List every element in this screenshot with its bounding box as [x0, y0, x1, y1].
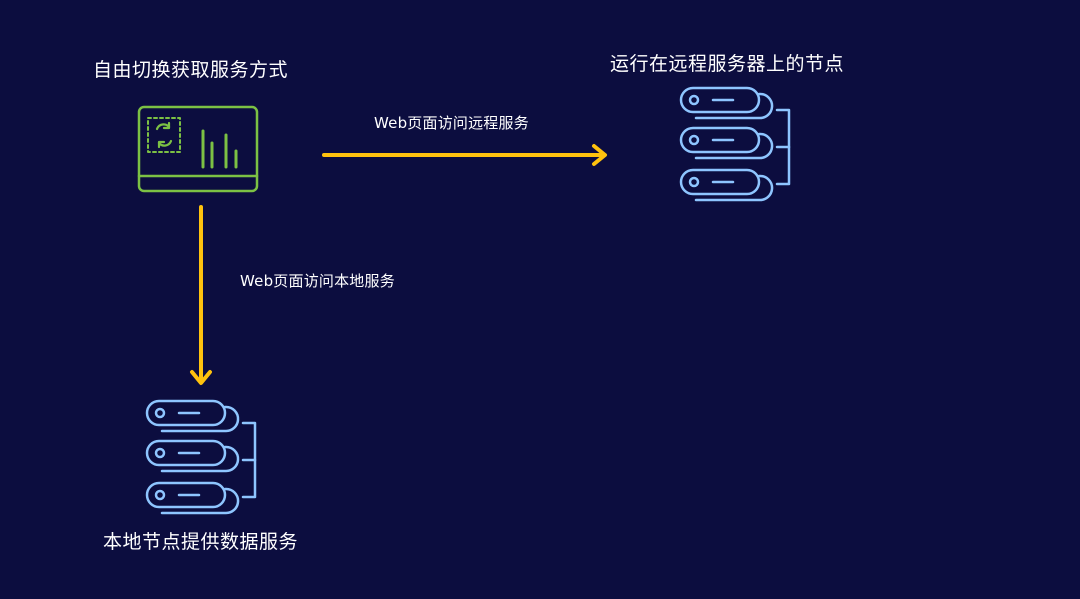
switch-mode-title: 自由切换获取服务方式	[93, 59, 289, 81]
server-stack-icon	[679, 86, 791, 202]
edge-label-remote: Web页面访问远程服务	[374, 114, 529, 132]
arrow-to-remote	[322, 144, 607, 166]
edge-label-local: Web页面访问本地服务	[240, 272, 395, 290]
server-stack-icon	[145, 399, 257, 515]
arrow-to-local	[190, 205, 212, 385]
local-node-title: 本地节点提供数据服务	[103, 531, 299, 553]
monitor-with-refresh-and-bars-icon	[137, 105, 259, 193]
remote-node-title: 运行在远程服务器上的节点	[610, 53, 845, 75]
